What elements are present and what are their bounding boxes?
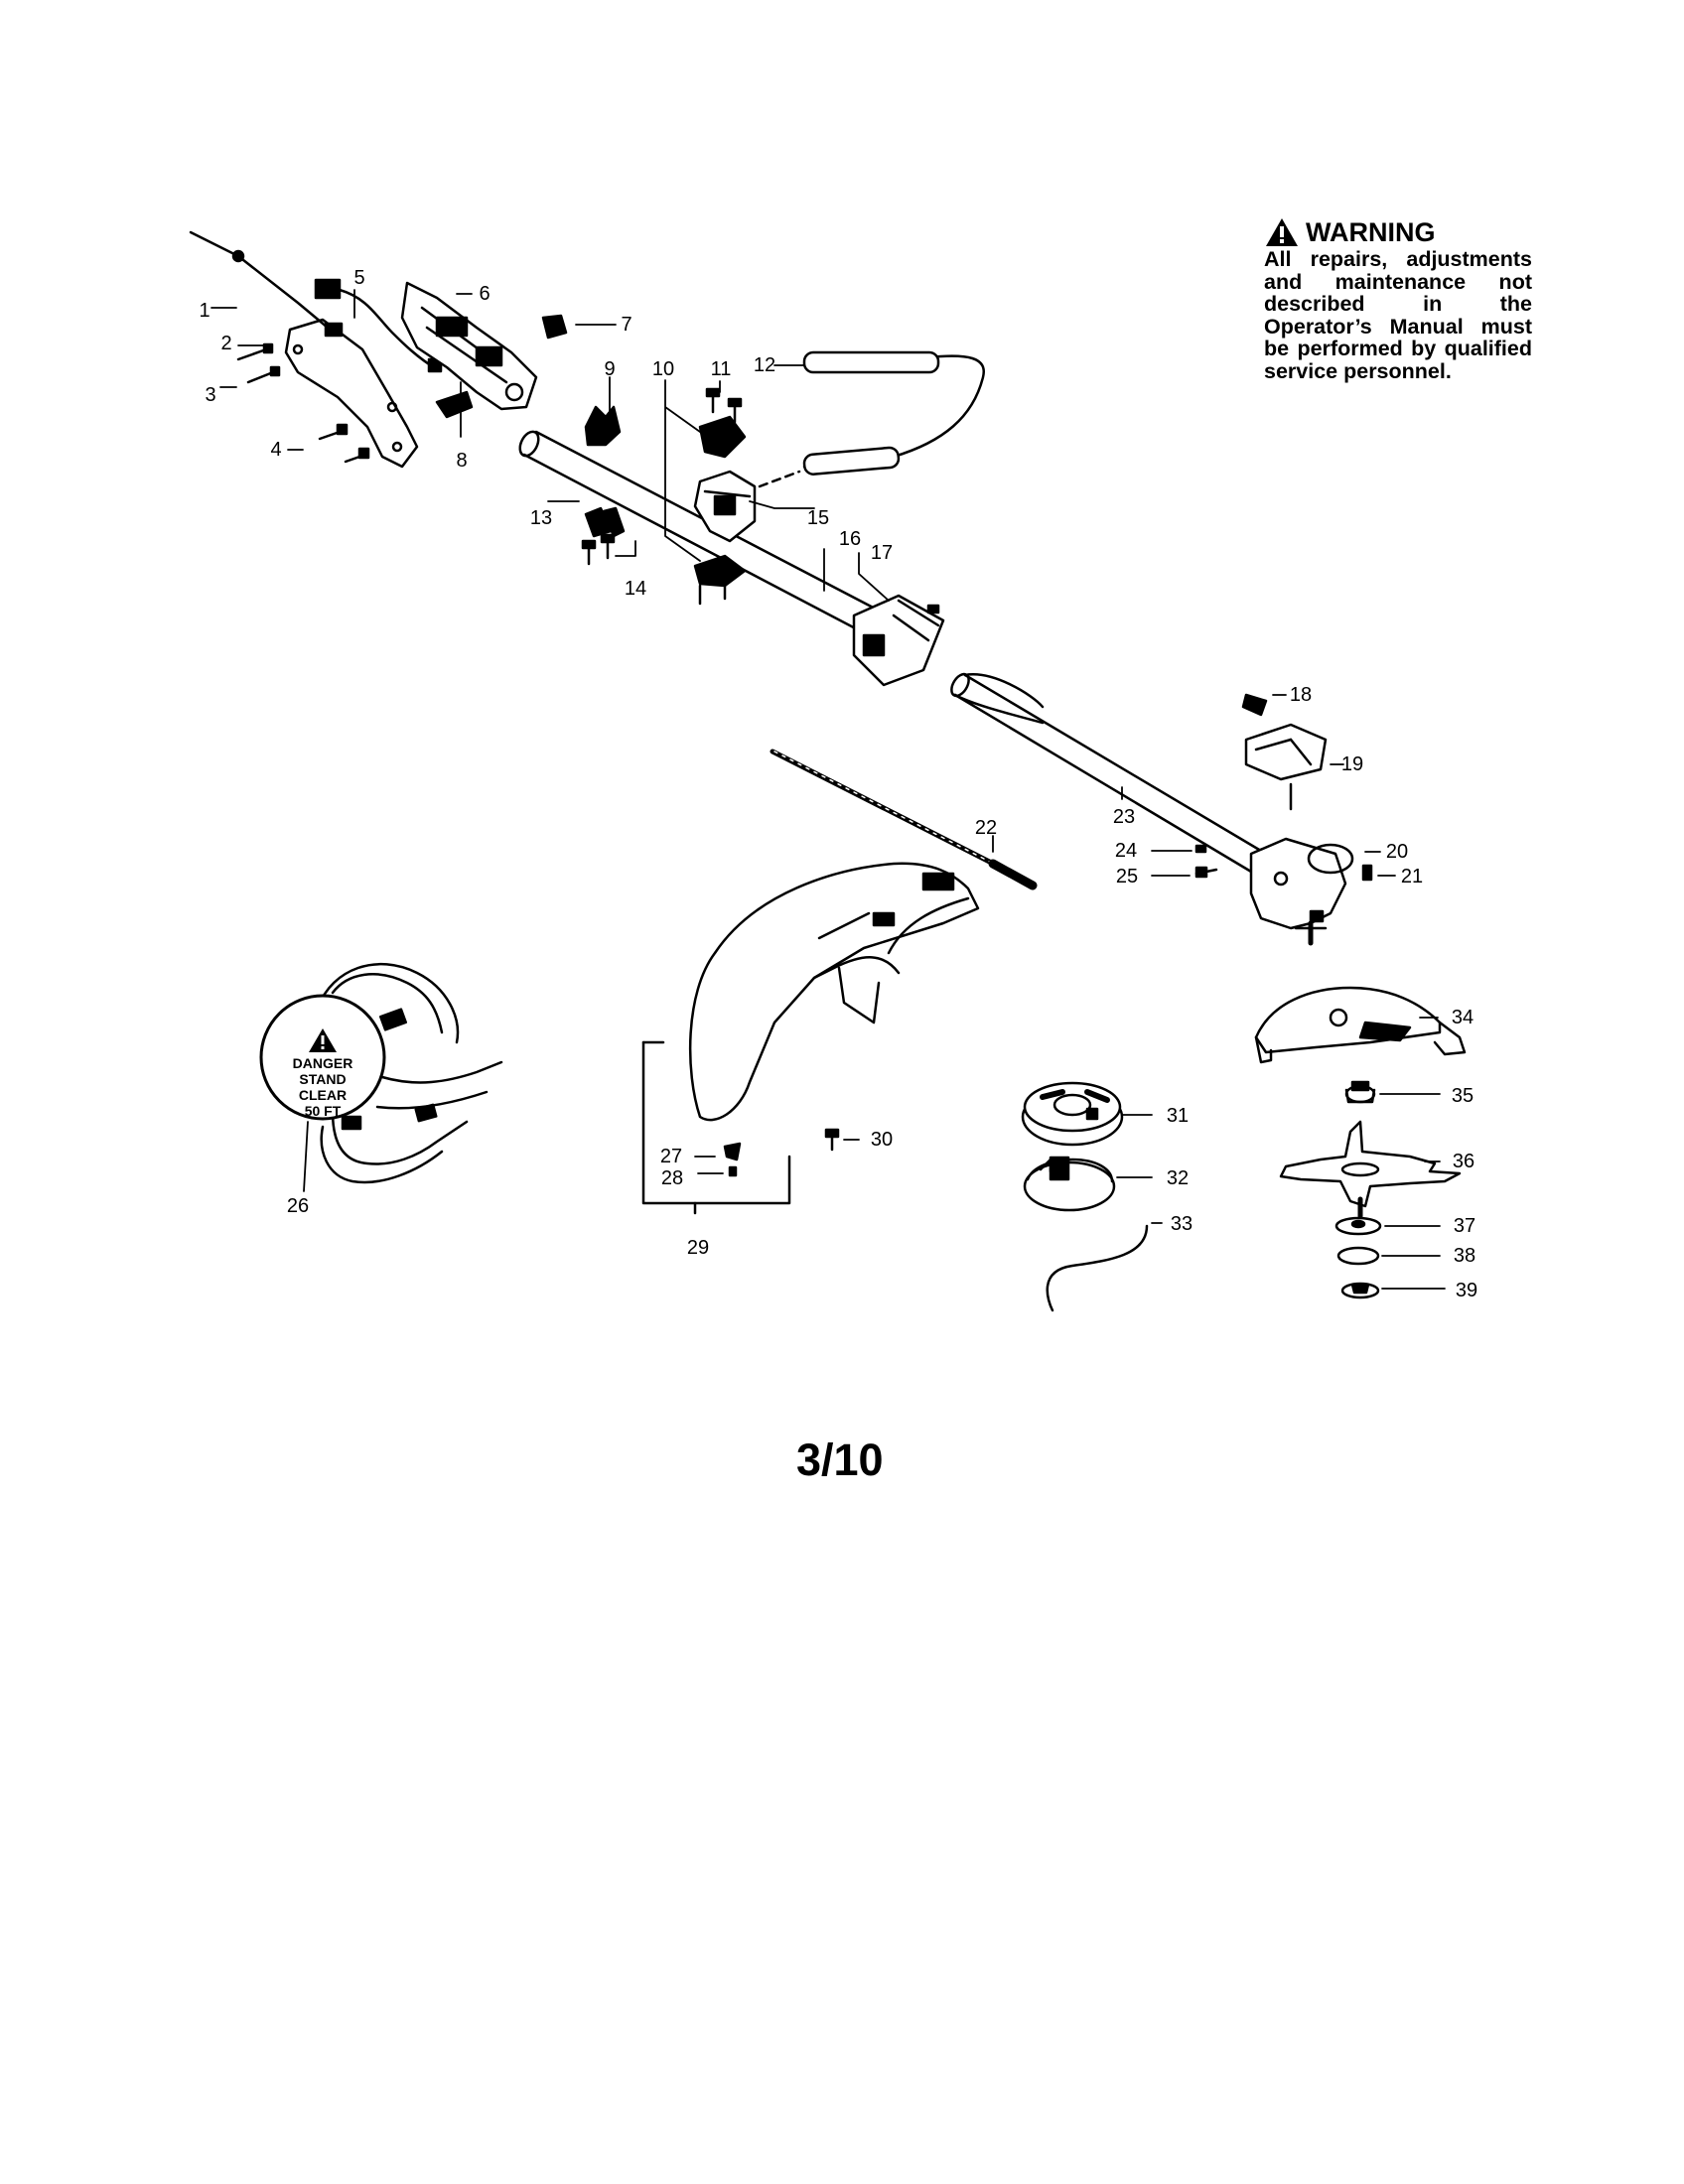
callout-19: 19 [1340, 753, 1364, 775]
callout-3: 3 [205, 384, 216, 406]
gear-head-screw [1361, 864, 1373, 882]
callout-32: 32 [1166, 1167, 1190, 1189]
callout-16: 16 [838, 528, 862, 550]
callout-1: 1 [199, 300, 210, 322]
callout-33: 33 [1170, 1213, 1193, 1235]
guard-hardware [723, 1128, 840, 1177]
decal-line-3: CLEAR [298, 1087, 348, 1103]
handle-screws-lower [318, 423, 370, 464]
decal-line-2: STAND [299, 1071, 347, 1087]
handle-clamp-lower [693, 554, 747, 606]
clip-screws [581, 533, 616, 566]
throttle-cable [189, 230, 344, 338]
page-number: 3/10 [796, 1434, 884, 1485]
callout-11: 11 [710, 358, 732, 380]
blade-washer [1334, 1216, 1382, 1236]
callout-14: 14 [624, 578, 647, 600]
handle-knob [584, 405, 622, 447]
callout-7: 7 [621, 314, 632, 336]
trimmer-head-spool [1021, 1081, 1124, 1147]
clamp-screws [705, 387, 743, 424]
trimmer-guard [641, 862, 980, 1215]
callout-39: 39 [1455, 1280, 1478, 1301]
warning-notice: WARNING All repairs, adjustments and mai… [1264, 216, 1532, 382]
callout-37: 37 [1453, 1215, 1476, 1237]
callout-18: 18 [1289, 684, 1313, 706]
decal-line-4: 50 FT [304, 1103, 342, 1119]
handle-half-left [284, 318, 419, 469]
shoulder-strap [259, 963, 503, 1184]
handle-screws-upper [236, 342, 281, 384]
handle-bracket [693, 470, 801, 543]
handle-half-right [400, 281, 538, 411]
handle-clamp-upper [698, 415, 747, 459]
blade-guard [1254, 986, 1467, 1064]
ignition-switch-wire [314, 278, 443, 373]
shaft-screw [926, 604, 940, 614]
cable-clip [584, 506, 626, 538]
callout-25: 25 [1115, 866, 1139, 887]
guard-bracket [1244, 723, 1328, 811]
cutting-blade [1279, 1120, 1462, 1219]
leader-lines [210, 289, 1446, 1290]
decal-line-1: DANGER [292, 1055, 353, 1071]
callout-20: 20 [1385, 841, 1409, 863]
callout-34: 34 [1451, 1007, 1474, 1028]
callout-2: 2 [220, 333, 232, 354]
callout-22: 22 [974, 817, 998, 839]
ignition-switch [541, 314, 568, 340]
lower-shaft [950, 672, 1268, 874]
decal-warning-icon [309, 1028, 337, 1052]
callout-38: 38 [1453, 1245, 1476, 1267]
callout-31: 31 [1166, 1105, 1190, 1127]
callout-28: 28 [660, 1167, 684, 1189]
trimmer-line [1046, 1224, 1149, 1312]
warning-title: WARNING [1306, 217, 1436, 247]
callout-36: 36 [1452, 1151, 1475, 1172]
callout-24: 24 [1114, 840, 1138, 862]
blade-locknut [1340, 1282, 1380, 1299]
drive-shaft [770, 749, 1038, 890]
warning-text: All repairs, adjustments and maintenance… [1264, 247, 1532, 383]
callout-12: 12 [753, 354, 776, 376]
callout-5: 5 [353, 267, 365, 289]
callout-29: 29 [686, 1237, 710, 1259]
callout-13: 13 [529, 507, 553, 529]
warning-triangle-icon [1266, 218, 1298, 246]
gear-head [1249, 837, 1354, 946]
callout-30: 30 [870, 1129, 894, 1151]
callout-4: 4 [270, 439, 282, 461]
callout-26: 26 [286, 1195, 310, 1217]
throttle-trigger [435, 390, 474, 419]
callout-6: 6 [479, 283, 491, 305]
blade-nut [1344, 1080, 1376, 1104]
callout-15: 15 [806, 507, 830, 529]
blade-retainer [1336, 1246, 1380, 1266]
loop-handle [802, 350, 985, 476]
callout-17: 17 [870, 542, 894, 564]
callout-35: 35 [1451, 1085, 1474, 1107]
wing-screw [1241, 693, 1268, 717]
callout-8: 8 [456, 450, 468, 472]
trimmer-head-cover [1023, 1156, 1116, 1212]
callout-21: 21 [1400, 866, 1424, 887]
callout-9: 9 [604, 358, 616, 380]
callout-23: 23 [1112, 806, 1136, 828]
callout-10: 10 [651, 358, 675, 380]
danger-decal: DANGER STAND CLEAR 50 FT [262, 1027, 383, 1119]
shaft-retaining-screws [1194, 844, 1218, 879]
upper-shaft [518, 430, 945, 687]
callout-27: 27 [659, 1146, 683, 1167]
